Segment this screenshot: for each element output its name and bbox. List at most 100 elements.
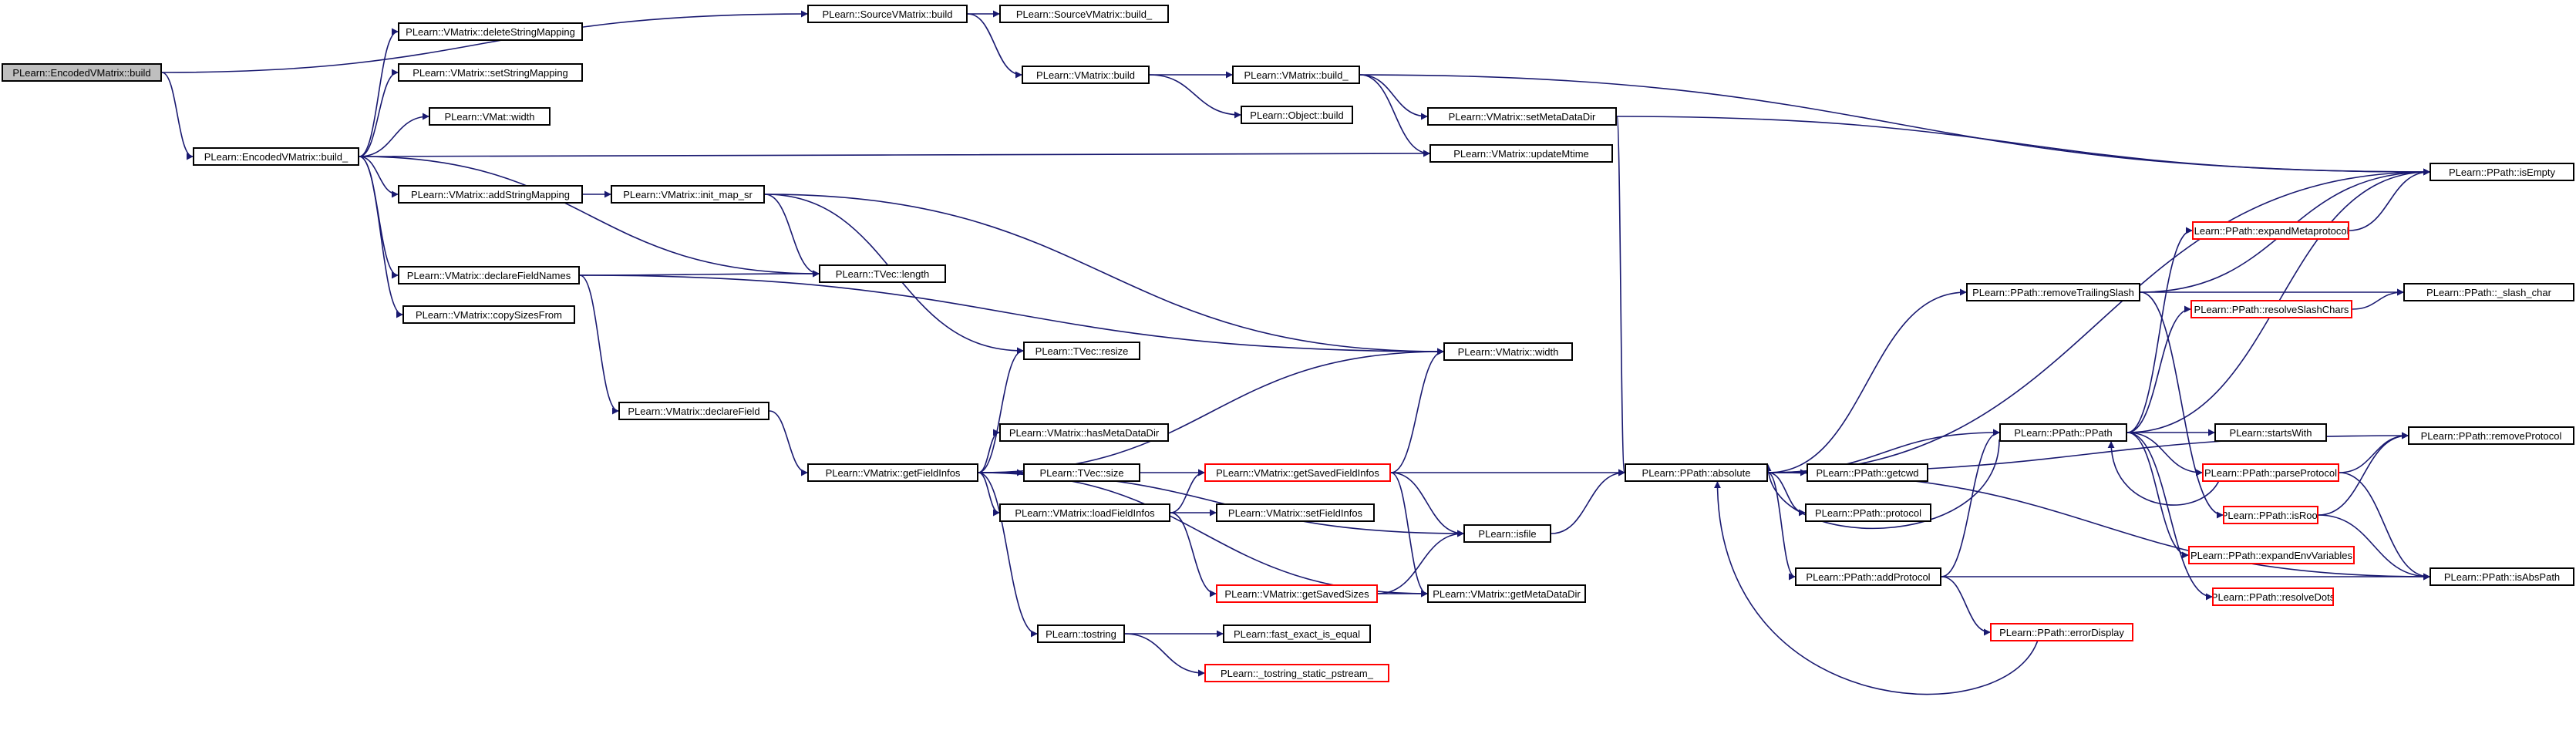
call-edge-n21-n25	[978, 472, 1038, 638]
graph-node-plearn-vmatrix-copysizesfrom[interactable]: PLearn::VMatrix::copySizesFrom	[402, 305, 575, 324]
call-edge-n26-n31	[1390, 472, 1464, 537]
call-edge-n25-n30	[1124, 633, 1205, 677]
call-edge-n9-n11	[359, 69, 399, 157]
graph-node-plearn-ppath-getcwd[interactable]: PLearn::PPath::getcwd	[1807, 463, 1928, 482]
call-edge-n38-n41	[2126, 305, 2191, 433]
call-edge-n38-n48	[2126, 432, 2213, 601]
graph-node-plearn-vmatrix-getsavedsizes[interactable]: PLearn::VMatrix::getSavedSizes	[1216, 584, 1378, 603]
call-edge-n18-n21	[769, 410, 808, 476]
graph-node-plearn-ppath-resolvedots[interactable]: PLearn::PPath::resolveDots	[2212, 587, 2334, 606]
graph-node-plearn-startswith[interactable]: PLearn::startsWith	[2214, 423, 2327, 442]
graph-node-plearn-ppath-expandenvvariables[interactable]: PLearn::PPath::expandEnvVariables	[2188, 546, 2355, 564]
graph-node-plearn-encodedvmatrix-build[interactable]: PLearn::EncodedVMatrix::build_	[193, 147, 359, 166]
graph-node-plearn-ppath-addprotocol[interactable]: PLearn::PPath::addProtocol	[1795, 567, 1941, 586]
call-edge-n24-n28	[1170, 512, 1217, 598]
graph-node-plearn-vmatrix-build[interactable]: PLearn::VMatrix::build	[1022, 66, 1150, 84]
graph-node-plearn-tostring[interactable]: PLearn::tostring	[1037, 624, 1125, 643]
graph-node-plearn-ppath-slash-char[interactable]: PLearn::PPath::_slash_char	[2403, 283, 2574, 301]
graph-node-plearn-ppath-resolveslashchars[interactable]: PLearn::PPath::resolveSlashChars	[2190, 300, 2352, 318]
call-edge-n9-n13	[359, 156, 399, 198]
call-edge-n14-n15	[764, 194, 820, 278]
call-edge-n28-n31	[1377, 530, 1464, 594]
call-edge-n40-n8	[2349, 168, 2430, 231]
call-edge-n0-n9	[161, 72, 194, 160]
graph-node-plearn-ppath-removetrailingslash[interactable]: PLearn::PPath::removeTrailingSlash	[1966, 283, 2140, 301]
graph-node-plearn-vmatrix-updatemtime[interactable]: PLearn::VMatrix::updateMtime	[1429, 144, 1613, 163]
graph-node-plearn-vmatrix-init-map-sr[interactable]: PLearn::VMatrix::init_map_sr	[611, 185, 765, 204]
call-edge-n9-n12	[359, 113, 429, 157]
call-edge-n21-n32	[978, 472, 1428, 598]
call-edge-n9-n10	[359, 28, 399, 157]
graph-node-plearn-tvec-resize[interactable]: PLearn::TVec::resize	[1023, 342, 1140, 360]
call-edge-n16-n18	[579, 274, 619, 415]
call-edge-n37-n46	[2140, 291, 2224, 519]
call-edge-n31-n33	[1551, 469, 1625, 534]
call-edge-n38-n40	[2126, 227, 2193, 433]
call-edge-n44-n45	[2339, 432, 2409, 473]
call-edge-n26-n20	[1390, 348, 1444, 473]
call-edge-n4-n6	[1359, 74, 1428, 120]
call-edge-n21-n24	[978, 472, 1000, 517]
call-edge-n36-n39	[1941, 576, 1991, 636]
graph-node-plearn-fast-exact-is-equal[interactable]: PLearn::fast_exact_is_equal	[1223, 624, 1371, 643]
graph-node-plearn-vmatrix-setstringmapping[interactable]: PLearn::VMatrix::setStringMapping	[398, 63, 583, 82]
call-edge-n36-n38	[1941, 429, 2000, 577]
call-edge-n1-n3	[967, 13, 1022, 79]
call-edge-n39-n33	[1713, 481, 2042, 695]
graph-node-plearn-sourcevmatrix-build[interactable]: PLearn::SourceVMatrix::build_	[999, 5, 1169, 23]
graph-node-plearn-ppath-isabspath[interactable]: PLearn::PPath::isAbsPath	[2430, 567, 2574, 586]
graph-node-plearn-vmatrix-loadfieldinfos[interactable]: PLearn::VMatrix::loadFieldInfos	[999, 503, 1170, 522]
graph-node-plearn-tostring-static-pstream[interactable]: PLearn::_tostring_static_pstream_	[1204, 664, 1389, 682]
call-edge-n44-n38	[2107, 441, 2224, 506]
graph-node-plearn-tvec-size[interactable]: PLearn::TVec::size	[1023, 463, 1140, 482]
graph-node-plearn-vmatrix-declarefieldnames[interactable]: PLearn::VMatrix::declareFieldNames	[398, 266, 580, 284]
graph-node-plearn-ppath-removeprotocol[interactable]: PLearn::PPath::removeProtocol	[2408, 426, 2574, 445]
call-edge-n9-n7	[359, 150, 1430, 157]
graph-node-plearn-ppath-expandmetaprotocols[interactable]: PLearn::PPath::expandMetaprotocols	[2192, 221, 2349, 240]
call-edge-n38-n44	[2126, 432, 2203, 476]
graph-node-plearn-vmatrix-getfieldinfos[interactable]: PLearn::VMatrix::getFieldInfos	[807, 463, 978, 482]
graph-node-plearn-vmatrix-declarefield[interactable]: PLearn::VMatrix::declareField	[618, 402, 769, 420]
graph-node-plearn-ppath-parseprotocol[interactable]: PLearn::PPath::parseProtocol	[2202, 463, 2339, 482]
call-edge-n38-n47	[2126, 432, 2189, 559]
call-edge-n6-n33	[1616, 116, 1625, 476]
call-edge-n21-n22	[978, 429, 1000, 473]
call-edge-n41-n42	[2352, 288, 2404, 310]
graph-node-plearn-object-build[interactable]: PLearn::Object::build	[1241, 106, 1353, 124]
call-edge-n4-n7	[1359, 74, 1430, 157]
call-edge-n33-n37	[1767, 288, 1967, 473]
graph-node-plearn-vmat-width[interactable]: PLearn::VMat::width	[429, 107, 551, 126]
call-edge-n3-n5	[1149, 74, 1241, 119]
call-edge-n21-n20	[978, 348, 1444, 473]
call-edge-n21-n19	[978, 347, 1024, 473]
call-edge-n14-n20	[764, 194, 1444, 355]
graph-node-plearn-ppath-protocol[interactable]: PLearn::PPath::protocol	[1805, 503, 1931, 522]
graph-node-plearn-vmatrix-addstringmapping[interactable]: PLearn::VMatrix::addStringMapping	[398, 185, 583, 204]
call-edge-n46-n45	[2318, 432, 2409, 516]
graph-node-plearn-sourcevmatrix-build[interactable]: PLearn::SourceVMatrix::build	[807, 5, 968, 23]
call-edge-n0-n1	[161, 10, 808, 73]
call-edge-n44-n49	[2339, 472, 2430, 581]
graph-node-plearn-vmatrix-build[interactable]: PLearn::VMatrix::build_	[1232, 66, 1360, 84]
call-edge-n9-n17	[359, 156, 403, 318]
graph-node-plearn-ppath-absolute[interactable]: PLearn::PPath::absolute	[1625, 463, 1768, 482]
graph-node-plearn-ppath-isempty[interactable]: PLearn::PPath::isEmpty	[2430, 163, 2574, 181]
call-edge-n16-n20	[579, 274, 1444, 355]
graph-node-plearn-vmatrix-setfieldinfos[interactable]: PLearn::VMatrix::setFieldInfos	[1216, 503, 1375, 522]
graph-node-plearn-vmatrix-width[interactable]: PLearn::VMatrix::width	[1443, 342, 1573, 361]
graph-node-plearn-vmatrix-setmetadatadir[interactable]: PLearn::VMatrix::setMetaDataDir	[1427, 107, 1617, 126]
graph-node-plearn-ppath-ppath[interactable]: PLearn::PPath::PPath	[1999, 423, 2127, 442]
graph-node-plearn-encodedvmatrix-build: PLearn::EncodedVMatrix::build	[2, 63, 162, 82]
graph-node-plearn-tvec-length[interactable]: PLearn::TVec::length	[819, 264, 946, 283]
graph-node-plearn-vmatrix-getsavedfieldinfos[interactable]: PLearn::VMatrix::getSavedFieldInfos	[1204, 463, 1391, 482]
graph-node-plearn-ppath-errordisplay[interactable]: PLearn::PPath::errorDisplay	[1990, 623, 2133, 641]
call-edge-n46-n49	[2318, 514, 2430, 581]
graph-node-plearn-isfile[interactable]: PLearn::isfile	[1463, 524, 1551, 543]
graph-node-plearn-vmatrix-getmetadatadir[interactable]: PLearn::VMatrix::getMetaDataDir	[1427, 584, 1586, 603]
graph-node-plearn-ppath-isroot[interactable]: PLearn::PPath::isRoot	[2223, 506, 2318, 524]
graph-node-plearn-vmatrix-deletestringmapping[interactable]: PLearn::VMatrix::deleteStringMapping	[398, 22, 583, 41]
call-edge-n38-n33	[1764, 439, 2000, 530]
graph-node-plearn-vmatrix-hasmetadatadir[interactable]: PLearn::VMatrix::hasMetaDataDir	[999, 423, 1169, 442]
